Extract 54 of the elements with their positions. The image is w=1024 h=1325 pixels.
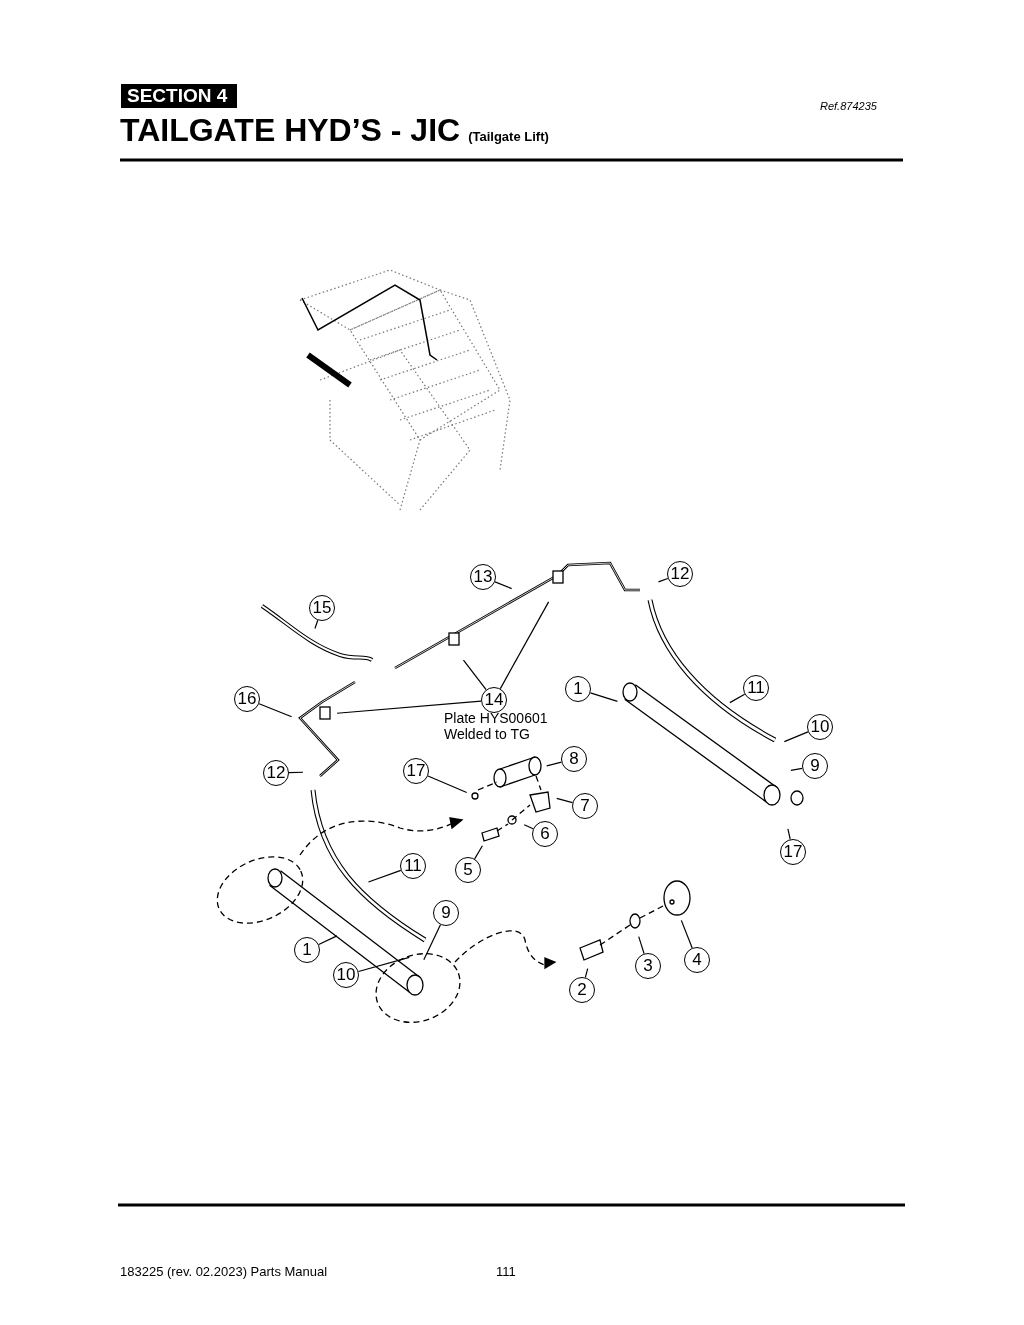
- callout-number: 14: [481, 687, 507, 713]
- callout-number: 12: [263, 760, 289, 786]
- leader-line: [783, 731, 809, 743]
- callout-number: 17: [780, 839, 806, 865]
- callout-number: 5: [455, 857, 481, 883]
- callout-number: 10: [807, 714, 833, 740]
- leader-line: [357, 956, 410, 973]
- leader-line: [499, 601, 550, 690]
- leader-line: [638, 936, 645, 955]
- leader-line: [523, 824, 534, 830]
- leader-line: [367, 869, 402, 883]
- callout-number: 11: [400, 853, 426, 879]
- callout-number: 13: [470, 564, 496, 590]
- footer-text: 183225 (rev. 02.2023) Parts Manual: [120, 1264, 328, 1279]
- leader-line: [787, 828, 791, 840]
- leader-line: [314, 619, 319, 630]
- callout-number: 7: [572, 793, 598, 819]
- leader-line: [556, 797, 574, 804]
- page-number: 111: [496, 1264, 516, 1279]
- leader-line: [462, 659, 487, 691]
- callout-number: 16: [234, 686, 260, 712]
- leader-line: [423, 924, 442, 961]
- page-title: TAILGATE HYD’S - JIC: [120, 112, 461, 149]
- section-tag: SECTION 4: [121, 84, 238, 108]
- leader-line: [318, 935, 338, 946]
- callout-number: 2: [569, 977, 595, 1003]
- leader-line: [427, 775, 468, 794]
- leader-line: [680, 919, 693, 949]
- callout-number: 1: [294, 937, 320, 963]
- leader-line: [589, 692, 618, 702]
- leader-line: [790, 767, 803, 771]
- leader-line: [657, 577, 669, 583]
- leader-line: [258, 703, 293, 718]
- leader-line: [729, 693, 746, 704]
- callout-number: 9: [802, 753, 828, 779]
- reference-number: Ref.874235: [820, 100, 877, 112]
- callout-number: 6: [532, 821, 558, 847]
- callout-number: 17: [403, 758, 429, 784]
- page-subtitle: (Tailgate Lift): [468, 129, 549, 144]
- callout-number: 1: [565, 676, 591, 702]
- leader-line: [584, 968, 589, 979]
- leader-line: [474, 845, 483, 860]
- leader-line: [494, 581, 513, 590]
- callout-number: 4: [684, 947, 710, 973]
- note-text: Plate HYS00601 Welded to TG: [444, 710, 549, 742]
- callout-number: 15: [309, 595, 335, 621]
- callout-number: 10: [333, 962, 359, 988]
- leader-line: [546, 761, 562, 767]
- callout-number: 11: [743, 675, 769, 701]
- callout-number: 3: [635, 953, 661, 979]
- leader-line: [336, 700, 482, 714]
- callout-number: 8: [561, 746, 587, 772]
- callout-number: 12: [667, 561, 693, 587]
- callout-number: 9: [433, 900, 459, 926]
